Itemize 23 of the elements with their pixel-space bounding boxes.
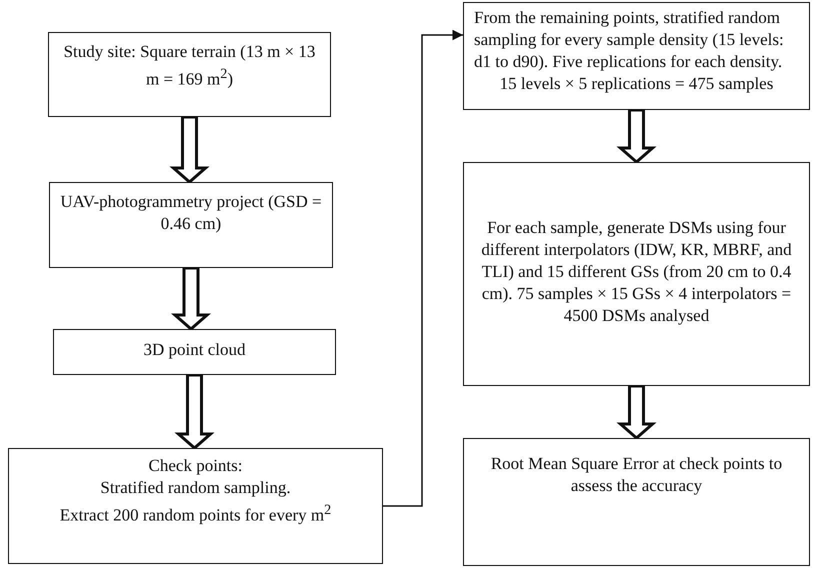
step-text: Extract 200 random points for every m$^{2}$ [58, 501, 332, 527]
hollow-arrow [170, 116, 210, 184]
hollow-arrow [174, 374, 214, 450]
process-box [463, 2, 810, 110]
process-box [53, 329, 336, 375]
hollow-arrow [171, 266, 211, 331]
process-box [8, 448, 383, 564]
process-box [463, 438, 810, 566]
hollow-arrow [616, 384, 656, 440]
step-text: Root Mean Square Error at check points to assess the accuracy [490, 453, 784, 497]
arrow [383, 30, 463, 507]
hollow-arrow [616, 108, 656, 164]
process-box [49, 182, 333, 268]
step-text: 15 levels × 5 replications = 475 samples [498, 73, 774, 95]
step-text: Stratified random sampling. [99, 477, 292, 499]
step-text: Study site: Square terrain (13 m × 13 m = 169 m$^{2}$) [62, 41, 316, 91]
step-text: Check points: [148, 455, 244, 477]
process-box [48, 32, 331, 117]
step-text: UAV-photogrammetry project (GSD = 0.46 cm) [60, 191, 322, 235]
step-text: For each sample, generate DSMs using four different interpolators (IDW, KR, MBRF, and TLI) and 15 different GSs (from 20 cm to 0.4 cm). 75 samples × 15 GSs × 4 interpolators = 4500 DSMs analysed [480, 217, 793, 327]
step-text: 3D point cloud [142, 339, 246, 361]
process-box [463, 162, 810, 386]
step-text: From the remaining points, stratified random sampling for every sample density (15 levels: d1 to d90). Five replications for each density. [474, 7, 785, 73]
